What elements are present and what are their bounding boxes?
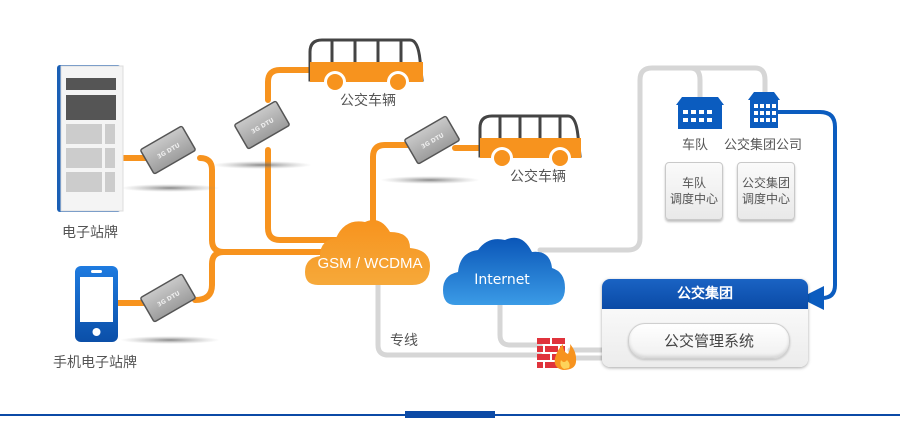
building-icon [748,92,780,128]
internet-cloud-label: Internet [474,272,530,288]
firewall-icon [537,338,577,370]
kiosk-icon [57,65,124,212]
mobile-sign-label: 手机电子站牌 [53,355,137,371]
gsm-cloud-label: GSM / WCDMA [318,255,423,272]
dtu-device-icon: 3G DTU [404,115,460,165]
bus-icon [308,38,424,93]
line-dtu4-to-gsm [192,249,227,303]
line-internet-to-firewall [497,297,543,348]
line-dtu2-to-gsm [265,147,343,243]
shadow [380,176,480,184]
bus-group-panel-title: 公交集团 [602,279,808,309]
line-bus1-to-dtu [265,67,321,103]
shadow [120,184,220,192]
gsm-cloud: GSM / WCDMA [305,219,430,285]
line-group-company-to-panel [778,110,837,310]
fleet-dispatch-line1: 车队 [681,176,706,190]
fleet-label: 车队 [681,138,709,153]
e-sign-label: 电子站牌 [62,225,118,241]
orange-connection-lines [115,67,488,306]
smartphone-icon [75,266,118,342]
dtu-device-icon: 3G DTU [140,125,196,175]
bus-management-system-button[interactable]: 公交管理系统 [628,323,790,359]
line-dtu3-to-gsm [370,142,413,228]
dtu-device-icon: 3G DTU [234,100,290,150]
line-internet-to-fleet [537,65,703,253]
bus-group-panel: 公交集团 公交管理系统 [602,279,808,367]
group-dispatch-center-card[interactable]: 公交集团 调度中心 [737,162,795,220]
bus-icon [478,114,582,169]
private-line-label: 专线 [390,333,418,349]
group-company-label: 公交集团公司 [723,138,803,153]
fleet-dispatch-line2: 调度中心 [669,192,718,206]
building-icon [676,97,724,129]
bottom-divider [0,411,900,418]
group-dispatch-line1: 公交集团 [741,176,790,190]
group-dispatch-line2: 调度中心 [741,192,790,206]
bus-right-label: 公交车辆 [510,169,566,185]
line-gsm-to-firewall [375,282,543,358]
fleet-dispatch-center-card[interactable]: 车队 调度中心 [665,162,723,220]
bus-top-label: 公交车辆 [340,93,396,109]
line-internet-to-group [687,65,768,98]
shadow [120,336,220,344]
internet-cloud: Internet [443,237,565,305]
shadow [212,161,312,169]
dtu-device-icon: 3G DTU [140,273,196,323]
